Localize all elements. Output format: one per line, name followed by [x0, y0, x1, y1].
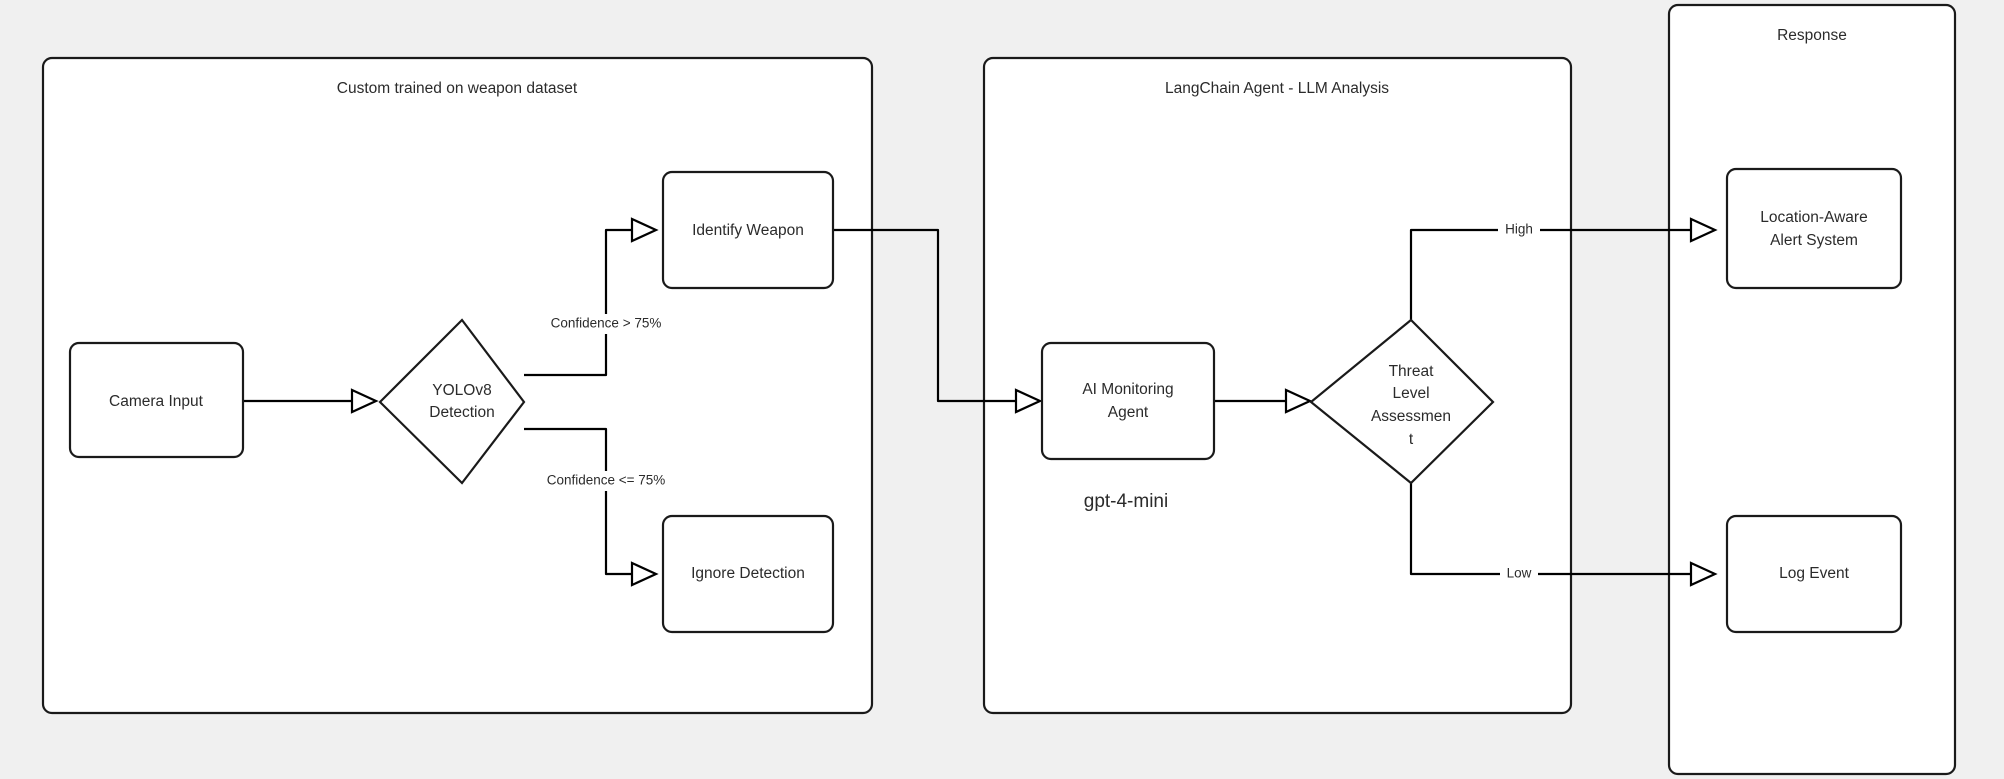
group-detection-title: Custom trained on weapon dataset [337, 80, 578, 97]
node-camera-input[interactable]: Camera Input [68, 341, 245, 459]
location-aware-alert-label-line1: Location-Aware [1760, 209, 1867, 226]
edge-label-confidence-low: Confidence <= 75% [547, 473, 666, 488]
camera-input-label: Camera Input [109, 393, 204, 410]
threat-level-label-line2: Level [1392, 385, 1429, 402]
edge-threat-high-to-alert-system: High [1409, 217, 1718, 320]
identify-weapon-label: Identify Weapon [692, 222, 804, 239]
edge-label-threat-low: Low [1507, 566, 1532, 581]
node-ignore-detection[interactable]: Ignore Detection [661, 514, 835, 634]
yolov8-detection-label-line2: Detection [429, 404, 494, 421]
group-response: Response [1667, 3, 1957, 776]
node-location-aware-alert-system[interactable]: Location-Aware Alert System [1725, 167, 1903, 290]
group-langchain-box [982, 56, 1573, 715]
ignore-detection-label: Ignore Detection [691, 565, 805, 582]
ignore-detection-box[interactable] [661, 514, 835, 634]
yolov8-detection-diamond[interactable] [378, 318, 526, 485]
identify-weapon-box[interactable] [661, 170, 835, 290]
node-log-event[interactable]: Log Event [1725, 514, 1903, 634]
ai-monitoring-agent-label-line1: AI Monitoring [1082, 381, 1173, 398]
node-identify-weapon[interactable]: Identify Weapon [661, 170, 835, 290]
threat-level-label-line4: t [1409, 431, 1414, 448]
yolov8-detection-label-line1: YOLOv8 [432, 382, 491, 399]
log-event-box[interactable] [1725, 514, 1903, 634]
group-langchain-title: LangChain Agent - LLM Analysis [1165, 80, 1389, 97]
log-event-label: Log Event [1779, 565, 1849, 582]
edge-label-confidence-high: Confidence > 75% [551, 316, 662, 331]
group-langchain-agent-llm-analysis: LangChain Agent - LLM Analysis [982, 56, 1573, 715]
edge-label-bg-threat-high [1498, 220, 1540, 240]
location-aware-alert-system-box[interactable] [1725, 167, 1903, 290]
edge-label-bg-threat-low [1500, 564, 1538, 584]
node-yolov8-detection[interactable]: YOLOv8 Detection [378, 318, 526, 485]
edge-label-bg-conf-low [534, 471, 670, 491]
threat-level-label-line3: Assessmen [1371, 408, 1451, 425]
edge-threat-low-to-log-event: Low [1409, 483, 1718, 587]
edge-identify-weapon-to-ai-agent [833, 228, 1043, 414]
threat-level-label-line1: Threat [1389, 363, 1434, 380]
edge-label-bg-conf-high [537, 314, 665, 334]
threat-level-assessment-diamond[interactable] [1309, 318, 1495, 485]
node-ai-monitoring-agent[interactable]: AI Monitoring Agent [1040, 341, 1216, 461]
group-response-title: Response [1777, 27, 1847, 44]
group-response-box [1667, 3, 1957, 776]
model-note-label: gpt-4-mini [1084, 491, 1168, 512]
camera-input-box[interactable] [68, 341, 245, 459]
location-aware-alert-label-line2: Alert System [1770, 232, 1858, 249]
edge-yolo-to-identify-weapon: Confidence > 75% [524, 217, 665, 377]
edge-label-threat-high: High [1505, 222, 1533, 237]
node-threat-level-assessment[interactable]: Threat Level Assessmen t [1309, 318, 1495, 485]
ai-monitoring-agent-label-line2: Agent [1108, 404, 1149, 421]
edge-ai-agent-to-threat-assessment [1214, 388, 1313, 414]
edge-camera-to-yolo [243, 388, 379, 414]
ai-monitoring-agent-box[interactable] [1040, 341, 1216, 461]
edge-yolo-to-ignore-detection: Confidence <= 75% [524, 427, 670, 587]
